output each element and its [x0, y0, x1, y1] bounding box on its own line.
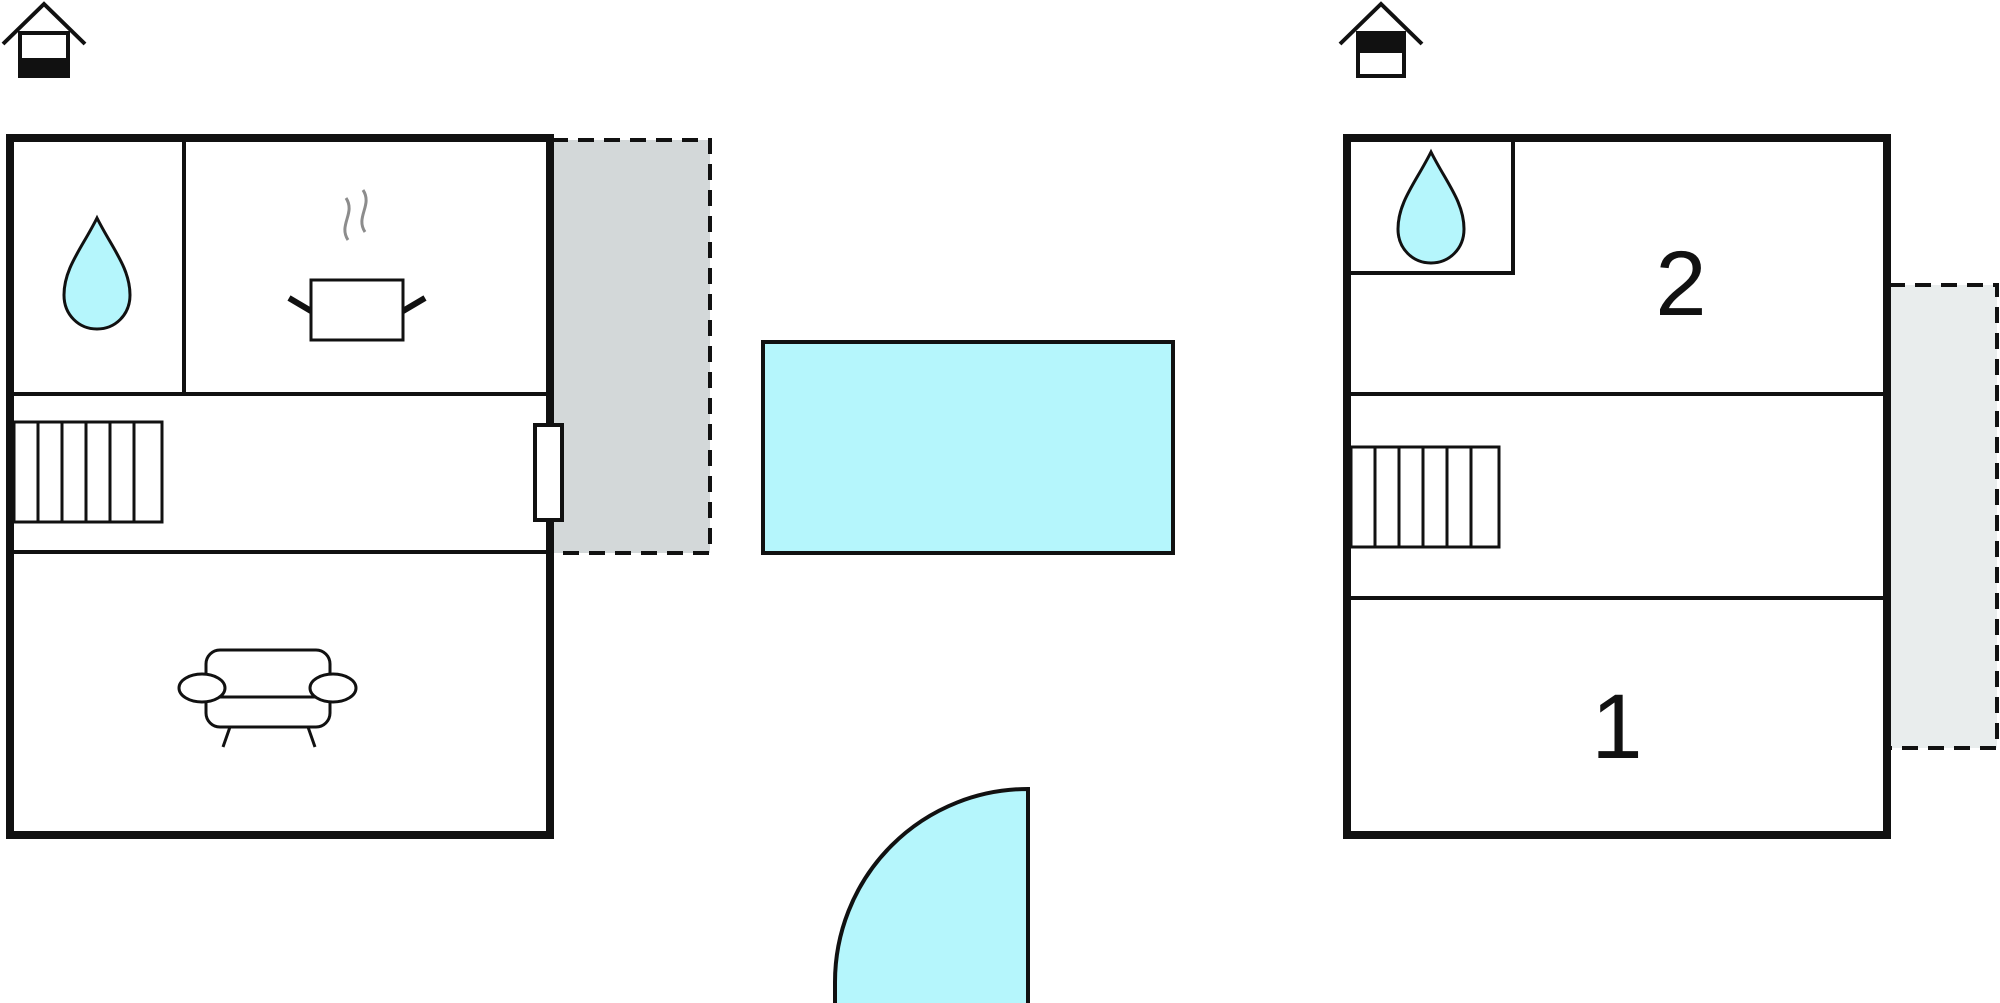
terrace [1889, 283, 1999, 750]
upper-floor-outline [1343, 134, 1891, 839]
room-number-2: 2 [1655, 233, 1706, 335]
terrace [552, 138, 712, 555]
house-ground-floor-icon [1, 1, 87, 78]
partition-wall [1347, 138, 1515, 275]
cooking-pot-icon [287, 189, 427, 342]
door-icon [533, 423, 564, 522]
room-number-1: 1 [1591, 676, 1642, 778]
stairs-icon [1349, 445, 1501, 549]
ground-floor [1, 1, 712, 839]
upper-floor: 2 1 [1338, 1, 1999, 839]
pool [761, 340, 1175, 555]
water-drop-icon [1396, 148, 1466, 265]
stairs-icon [12, 420, 164, 524]
door-swing [833, 786, 1030, 1003]
water-drop-icon [62, 214, 132, 331]
house-upper-floor-icon [1338, 1, 1424, 78]
sofa-icon [177, 648, 358, 748]
